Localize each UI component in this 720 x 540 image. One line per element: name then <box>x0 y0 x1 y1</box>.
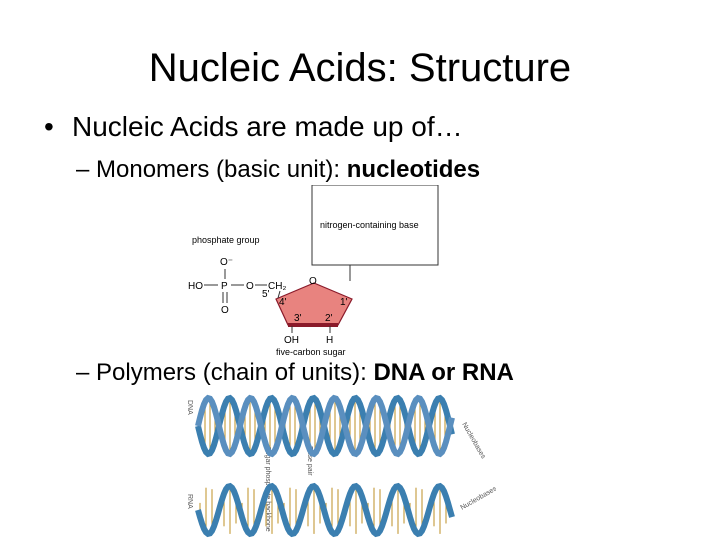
rna-strand <box>195 482 455 538</box>
base-pair-label: Base pair <box>306 446 313 476</box>
atom-ring-o: O <box>309 276 317 287</box>
base-box <box>311 185 439 266</box>
phosphate-label: phosphate group <box>192 235 260 245</box>
nucleobase-label-dna: Nucleobases <box>460 422 487 461</box>
dna-helix <box>195 394 455 458</box>
polymers-emphasis: DNA or RNA <box>373 359 514 386</box>
atom-ho: HO <box>188 281 203 292</box>
sub-bullet-monomers: – Monomers (basic unit): nucleotides <box>76 155 480 185</box>
atom-o-top: O⁻ <box>220 257 233 268</box>
atom-c2: 2' <box>325 313 333 324</box>
atom-c4: 4' <box>279 297 287 308</box>
slide-title: Nucleic Acids: Structure <box>148 46 572 90</box>
bond-ch2-c4 <box>277 290 281 299</box>
helix-diagram: DNA RNA Sugar phosphate backbone Base pa… <box>186 394 497 538</box>
sub-bullet-polymers: – Polymers (chain of units): DNA or RNA <box>76 358 514 388</box>
bullet-main: • Nucleic Acids are made up of… <box>44 110 463 144</box>
monomers-prefix: – Monomers (basic unit): <box>76 156 347 183</box>
atom-h: H <box>326 335 333 346</box>
atom-ch2: CH₂ <box>268 281 286 292</box>
sugar-label: five-carbon sugar <box>276 347 346 357</box>
bullet-text: Nucleic Acids are made up of… <box>72 111 463 142</box>
atom-oh: OH <box>284 335 299 346</box>
nucleobase-label-rna: Nucleobases <box>460 485 497 512</box>
atom-c5: 5' <box>262 289 270 300</box>
base-label: nitrogen-containing base <box>320 220 419 230</box>
nucleotide-diagram: nitrogen-containing base phosphate group… <box>188 185 439 357</box>
atom-o-bottom: O <box>221 305 229 316</box>
atom-c3: 3' <box>294 313 302 324</box>
bullet-marker: • <box>44 111 54 142</box>
monomers-emphasis: nucleotides <box>346 156 481 183</box>
atom-p: P <box>221 281 228 292</box>
atom-o-bridge: O <box>246 281 254 292</box>
atom-c1: 1' <box>340 297 348 308</box>
rna-helix <box>195 482 455 538</box>
dna-label: DNA <box>186 400 193 415</box>
polymers-prefix: – Polymers (chain of units): <box>76 359 374 386</box>
dna-strand <box>195 394 455 458</box>
rna-label: RNA <box>186 494 193 509</box>
